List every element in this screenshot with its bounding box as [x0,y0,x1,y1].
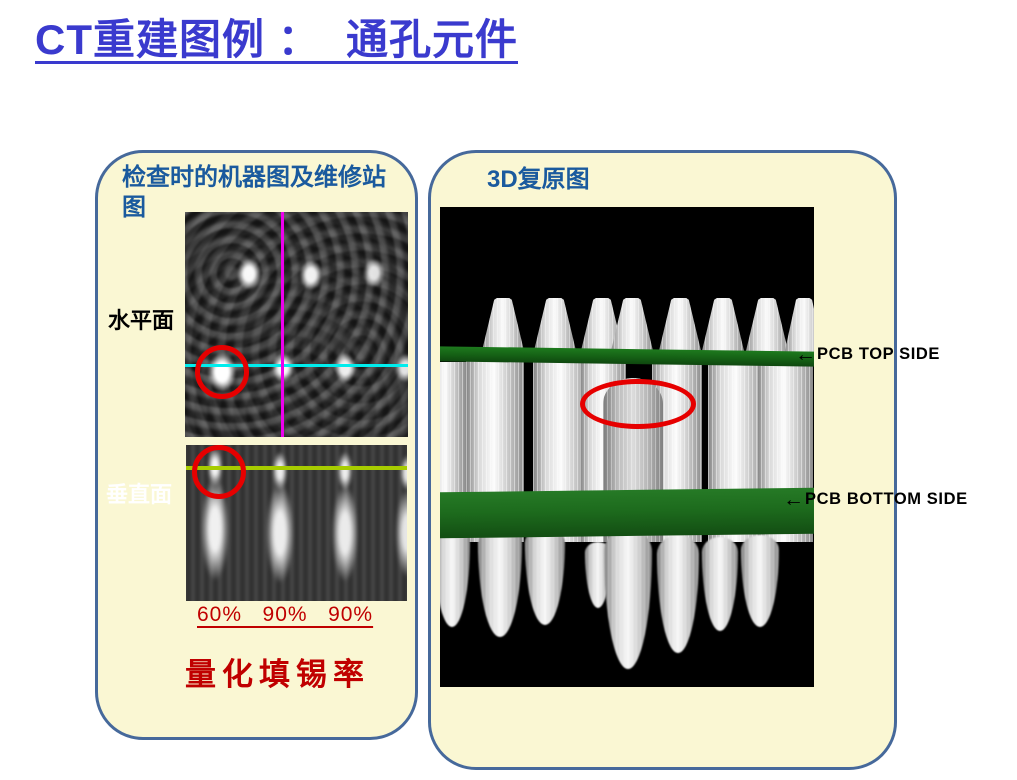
ct-horizontal-plane-image [185,212,408,437]
left-arrow-icon: ← [783,488,804,511]
horizontal-plane-label: 水平面 [108,308,175,333]
pcb-top-side-text: PCB TOP SIDE [817,345,941,363]
crosshair-horizontal-cyan-line [185,364,408,367]
component-pin-top [658,298,702,355]
quantified-fill-rate-caption: 量化填锡率 [185,657,370,692]
right-panel: 3D复原图 [428,150,897,770]
render-3d-image [440,207,814,687]
pcb-bottom-side-label: ← PCB BOTTOM SIDE [783,489,968,510]
page-title: CT重建图例 ： 通孔元件 [35,16,518,63]
defect-marker-circle [192,445,246,499]
pcb-top-side-label: ← PCB TOP SIDE [795,344,940,365]
left-panel-header: 检查时的机器图及维修站图 [122,164,386,221]
solder-teardrop [604,529,652,669]
ct-vertical-plane-image [186,445,407,601]
fill-percentage-values: 60% 90% 90% [197,603,374,626]
left-arrow-icon: ← [795,343,816,366]
component-pin-top [745,298,789,355]
component-pin-top [533,298,577,355]
ct-horizontal-noise-background [185,212,408,437]
vertical-plane-label: 垂直面 [106,482,173,507]
defect-marker-ellipse [580,379,696,429]
solder-teardrop [702,537,738,631]
component-pin-top [701,298,745,355]
solder-teardrop [741,535,779,627]
crosshair-horizontal-yellowgreen-line [186,466,407,470]
left-panel: 检查时的机器图及维修站图 水平面 垂直面 60% 90% 90% 量化填锡率 [95,150,418,740]
defect-marker-circle [195,345,249,399]
crosshair-vertical-magenta-line [281,212,284,437]
right-panel-header: 3D复原图 [487,166,590,193]
solder-teardrop [657,535,699,653]
pcb-bottom-side-text: PCB BOTTOM SIDE [805,490,968,508]
pcb-bottom-plane [440,487,814,539]
solder-teardrop [525,527,565,625]
solder-teardrop [478,525,522,637]
solder-teardrop [440,527,470,627]
